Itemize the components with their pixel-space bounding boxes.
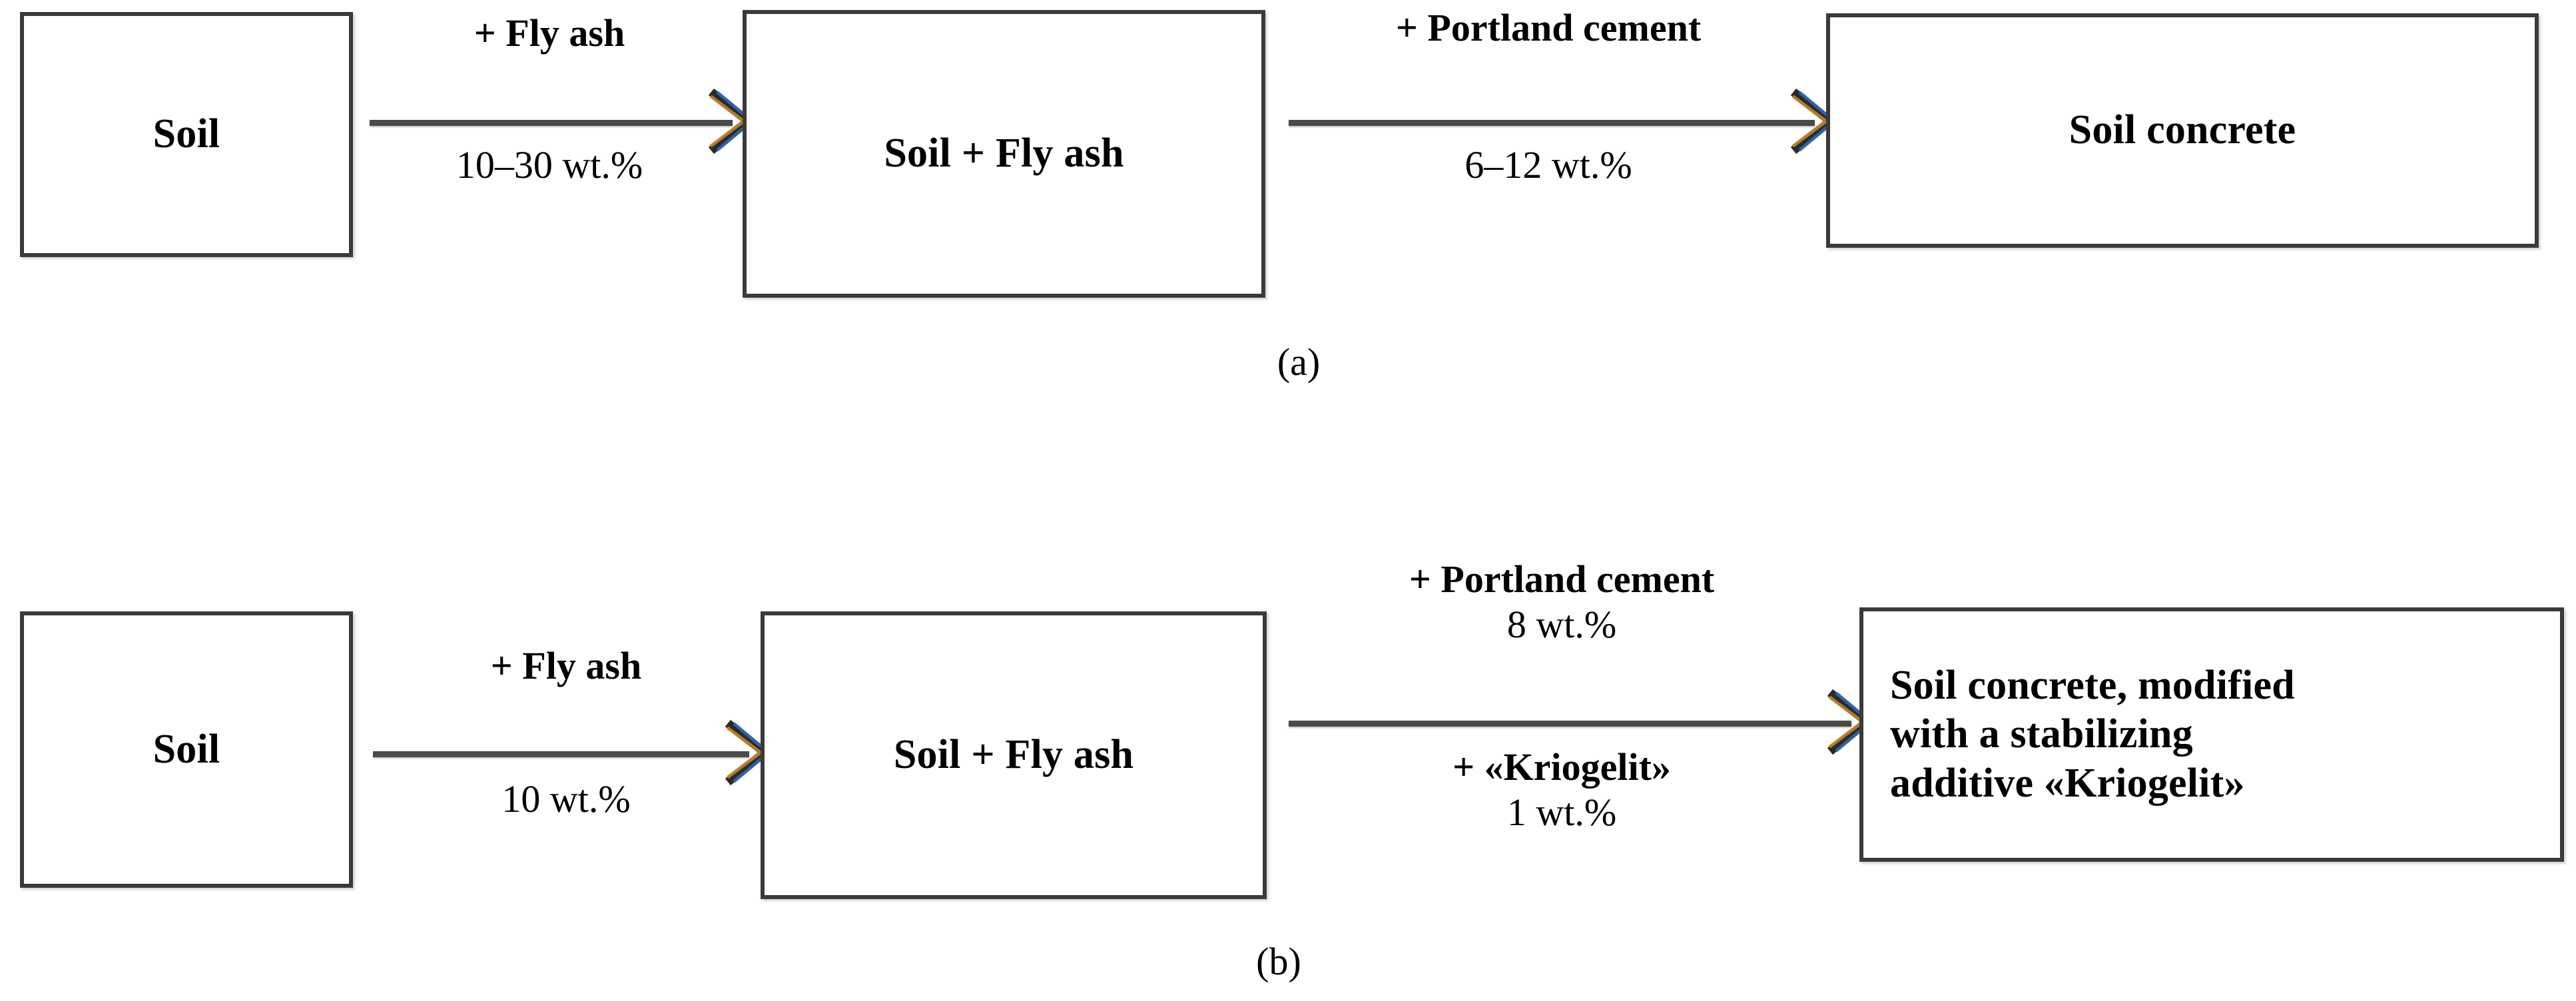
panel-a: Soil + Fly ash 10–30 wt.% Soil + Fly ash…	[0, 0, 2576, 426]
node-soil-fly-ash-a: Soil + Fly ash	[743, 10, 1265, 298]
edge-a-2-top-label: + Portland cement	[1395, 6, 1702, 49]
edge-b-2-top-label-2: 8 wt.%	[1506, 603, 1617, 646]
panel-b-caption: (b)	[1256, 940, 1301, 983]
edge-b-1-top-label: + Fly ash	[490, 644, 642, 687]
arrow-b-1-shaft	[373, 751, 749, 757]
node-soil-concrete-b: Soil concrete, modified with a stabilizi…	[1859, 607, 2564, 862]
node-soil-fly-ash-a-label: Soil + Fly ash	[884, 131, 1124, 176]
edge-b-2-bottom-label-2: 1 wt.%	[1506, 791, 1617, 834]
panel-b: Soil + Fly ash 10 wt.% Soil + Fly ash + …	[0, 559, 2576, 1001]
arrow-a-1-shaft	[370, 120, 733, 126]
node-soil-a: Soil	[20, 12, 353, 257]
edge-b-2-top-label-1: + Portland cement	[1409, 557, 1715, 601]
edge-a-2-bottom-label: 6–12 wt.%	[1464, 143, 1632, 186]
panel-a-caption: (a)	[1277, 340, 1321, 384]
arrow-a-2-shaft	[1289, 120, 1815, 126]
edge-a-1-top-label: + Fly ash	[474, 11, 625, 55]
node-soil-b-label: Soil	[153, 726, 220, 772]
node-soil-concrete-b-label: Soil concrete, modified with a stabilizi…	[1890, 663, 2295, 806]
edge-b-1-bottom-label: 10 wt.%	[501, 777, 631, 821]
node-soil-fly-ash-b: Soil + Fly ash	[761, 611, 1267, 899]
node-soil-concrete-a: Soil concrete	[1826, 13, 2539, 248]
node-soil-fly-ash-b-label: Soil + Fly ash	[893, 732, 1134, 778]
node-soil-b: Soil	[20, 611, 353, 888]
edge-a-1-bottom-label: 10–30 wt.%	[456, 143, 643, 186]
arrow-b-2-shaft	[1289, 721, 1851, 727]
node-soil-concrete-a-label: Soil concrete	[2069, 107, 2296, 153]
edge-b-2-bottom-label-1: + «Kriogelit»	[1452, 745, 1671, 789]
node-soil-a-label: Soil	[153, 111, 220, 157]
